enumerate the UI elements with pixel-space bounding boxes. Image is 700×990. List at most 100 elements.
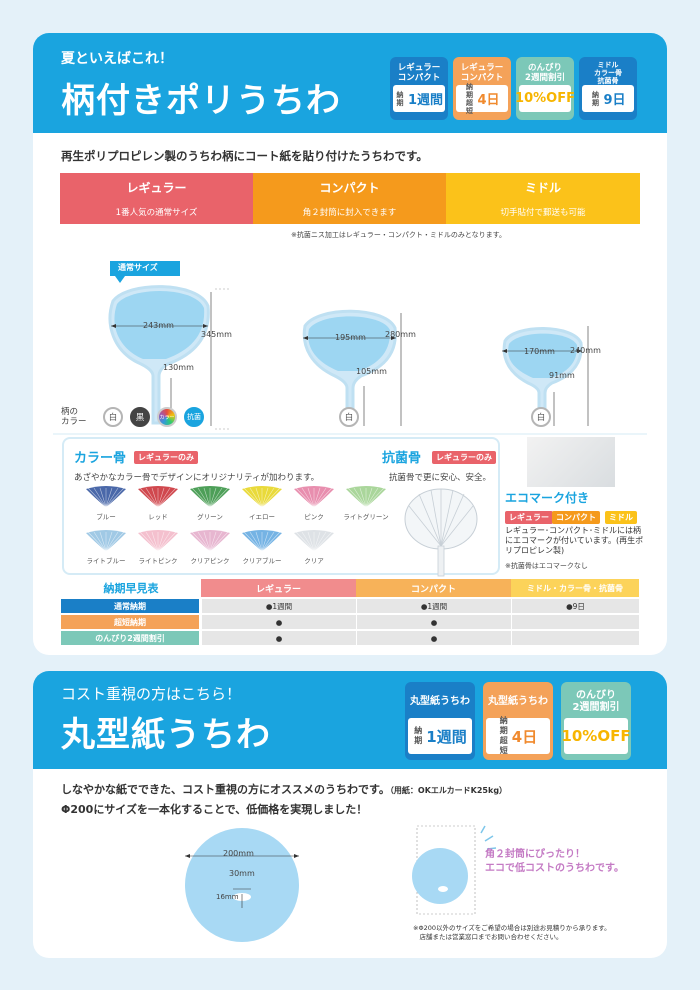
eco-photo xyxy=(527,437,615,487)
schedule-cell: ● xyxy=(356,615,511,629)
paper-hole: 30mm xyxy=(229,869,255,878)
compact-width: 195mm xyxy=(335,333,366,342)
middle-grip: 91mm xyxy=(549,371,575,380)
paper-uchiwa-circle xyxy=(185,828,299,942)
paper-badge-label: 丸型紙うちわ xyxy=(488,695,548,707)
antibac-bone-image xyxy=(404,488,478,577)
bone-label: グリーン xyxy=(197,513,223,521)
paper-gap: 16mm xyxy=(216,893,239,901)
schedule-cell: ● xyxy=(356,631,511,645)
bone-swatch xyxy=(346,486,386,508)
col-regular-title: レギュラー xyxy=(126,181,187,195)
compact-grip: 105mm xyxy=(356,367,387,376)
compact-height: 280mm xyxy=(385,330,416,339)
antibac-bone-title: 抗菌骨 xyxy=(382,451,422,466)
paper-intro2: Φ200にサイズを一本化することで、低価格を実現しました！ xyxy=(61,803,368,816)
paper-diagrams xyxy=(185,825,497,942)
color-bone-title: カラー骨 xyxy=(74,451,127,466)
middle-handle-white: 白 xyxy=(531,407,551,427)
paper-badge-value: 1週間 xyxy=(426,727,467,746)
bone-swatch xyxy=(86,530,126,552)
poly-badge-value: 1週間 xyxy=(407,93,444,108)
bone-swatch xyxy=(242,530,282,552)
bone-label: ブルー xyxy=(96,513,116,521)
sched-hd-compact: コンパクト xyxy=(356,579,511,597)
col-regular-desc: 1番人気の通常サイズ xyxy=(115,208,198,218)
schedule-row-label: 通常納期 xyxy=(61,599,199,613)
handle-color-label: 柄の カラー xyxy=(61,407,87,427)
regular-uchiwa-shape xyxy=(108,285,210,425)
paper-subtitle: コスト重視の方はこちら！ xyxy=(61,685,242,703)
envelope-uchiwa xyxy=(412,848,468,904)
poly-badge-label: ミドル カラー骨 抗菌骨 xyxy=(594,60,622,85)
paper-intro1-text: しなやかな紙でできた、コスト重視の方にオススメのうちわです。 xyxy=(61,783,390,796)
schedule-row: 通常納期●1週間●1週間●9日 xyxy=(61,599,639,613)
bone-label: イエロー xyxy=(249,513,275,521)
bone-label: ライトグリーン xyxy=(343,513,389,521)
poly-badge-value: 10%OFF xyxy=(516,91,574,106)
poly-badge-value: 4日 xyxy=(477,93,500,108)
handle-antibac: 抗菌 xyxy=(184,407,204,427)
bone-swatch xyxy=(138,486,178,508)
bone-swatch xyxy=(294,530,334,552)
bone-label: ライトブルー xyxy=(86,557,126,565)
bone-swatch xyxy=(86,486,126,508)
handle-white: 白 xyxy=(103,407,123,427)
bone-swatch xyxy=(190,530,230,552)
col-compact-desc: 角２封筒に封入できます xyxy=(302,208,397,218)
compact-uchiwa-shape xyxy=(302,309,397,425)
bone-swatch xyxy=(294,486,334,508)
antibac-bone-desc: 抗菌骨で更に安心、安全。 xyxy=(389,473,492,483)
paper-intro1: しなやかな紙でできた、コスト重視の方にオススメのうちわです。（用紙：OKエルカー… xyxy=(61,781,507,797)
poly-badge-key: 納期 xyxy=(591,90,599,107)
eco-chip-regular: レギュラー xyxy=(505,511,553,524)
middle-height: 240mm xyxy=(570,346,601,355)
poly-badge-key: 納期超短 xyxy=(465,82,473,115)
eco-note: ※抗菌骨はエコマークなし xyxy=(505,562,588,570)
paper-badge-value: 10%OFF xyxy=(561,727,631,745)
schedule-cell: ●1週間 xyxy=(201,599,356,613)
schedule-cell xyxy=(511,631,639,645)
poly-badge-2: のんびり 2週間割引 10%OFF xyxy=(516,57,574,120)
bone-label: ライトピンク xyxy=(138,557,178,565)
paper-callout: 角２封筒にぴったり！ エコで低コストのうちわです。 xyxy=(485,849,624,874)
col-header-regular: レギュラー 1番人気の通常サイズ xyxy=(60,173,253,224)
schedule-title: 納期早見表 xyxy=(103,582,159,595)
schedule-cell xyxy=(511,615,639,629)
poly-badge-label: レギュラー コンパクト xyxy=(397,62,441,83)
poly-badge-label: レギュラー コンパクト xyxy=(460,62,504,83)
schedule-row: 超短納期●● xyxy=(61,615,639,629)
poly-subtitle: 夏といえばこれ！ xyxy=(61,51,173,67)
bone-options-panel: カラー骨 レギュラーのみ あざやかなカラー骨でデザインにオリジナリティが加わりま… xyxy=(62,437,500,577)
size-diagrams xyxy=(53,261,647,435)
regular-height: 345mm xyxy=(201,330,232,339)
eco-desc: レギュラー･コンパクト･ミドルには柄にエコマークが付いています。(再生ポリプロピ… xyxy=(505,526,644,555)
antibac-bone-chip: レギュラーのみ xyxy=(432,451,496,464)
paper-title: 丸型紙うちわ xyxy=(61,715,271,755)
bone-label: クリア xyxy=(304,557,324,565)
handle-color: カラー xyxy=(157,407,177,427)
bone-swatch xyxy=(138,530,178,552)
eco-chip-compact: コンパクト xyxy=(552,511,600,524)
paper-badge-value: 4日 xyxy=(511,727,538,746)
middle-width: 170mm xyxy=(524,347,555,356)
eco-chip-middle: ミドル xyxy=(605,511,637,524)
poly-badge-value: 9日 xyxy=(603,93,626,108)
schedule-cell: ●1週間 xyxy=(356,599,511,613)
poly-title: 柄付きポリうちわ xyxy=(61,81,341,121)
bone-label: レッド xyxy=(148,513,168,521)
schedule-cell: ● xyxy=(201,615,356,629)
bone-label: ピンク xyxy=(304,513,324,521)
poly-badge-label: のんびり 2週間割引 xyxy=(525,62,565,83)
normal-size-tag-bg xyxy=(110,261,180,276)
bone-label: クリアピンク xyxy=(190,557,230,565)
poly-badge-key: 納期 xyxy=(396,90,404,107)
antibac-note: ※抗菌ニス加工はレギュラー・コンパクト・ミドルのみとなります。 xyxy=(291,231,506,239)
compact-handle-white: 白 xyxy=(339,407,359,427)
